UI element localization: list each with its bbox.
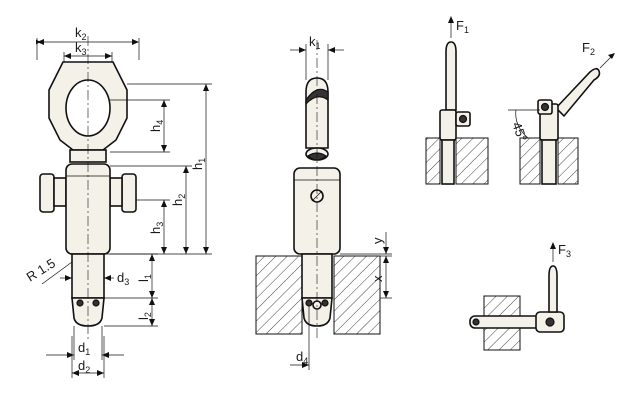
label-l2: l2 [136, 312, 153, 320]
label-angle: 45° [509, 120, 530, 144]
front-view-eye-pin: k2 k3 h1 h4 h2 h3 l1 [24, 25, 212, 378]
label-k2: k2 [75, 25, 87, 42]
label-f1: F1 [456, 18, 469, 35]
right-washer [109, 177, 123, 207]
label-h2: h2 [170, 194, 187, 206]
label-y: y [370, 237, 385, 244]
load-case-f2: F2 45° [508, 40, 615, 185]
ball-left [76, 299, 84, 307]
plate-left [255, 255, 303, 335]
right-lug [121, 173, 137, 213]
label-radius: R 1.5 [24, 255, 58, 284]
label-h1: h1 [190, 158, 207, 170]
label-h3: h3 [148, 222, 165, 234]
label-d3: d3 [117, 270, 129, 287]
side-view-installed: k1 y x d4 [255, 34, 392, 370]
plate-right [333, 255, 381, 335]
label-d4: d4 [296, 349, 308, 366]
load-case-f3: F3 [469, 242, 571, 351]
label-l1: l1 [136, 274, 153, 282]
ball-right [92, 299, 100, 307]
label-h4: h4 [148, 120, 165, 132]
left-washer [53, 177, 67, 207]
label-k1: k1 [309, 34, 321, 51]
left-lug [39, 173, 55, 213]
label-x: x [370, 275, 385, 282]
label-f3: F3 [558, 242, 571, 259]
label-d1: d1 [78, 340, 90, 357]
label-f2: F2 [582, 40, 595, 57]
label-k3: k3 [75, 40, 87, 57]
load-case-f1: F1 [425, 16, 489, 185]
label-d2: d2 [78, 358, 90, 375]
